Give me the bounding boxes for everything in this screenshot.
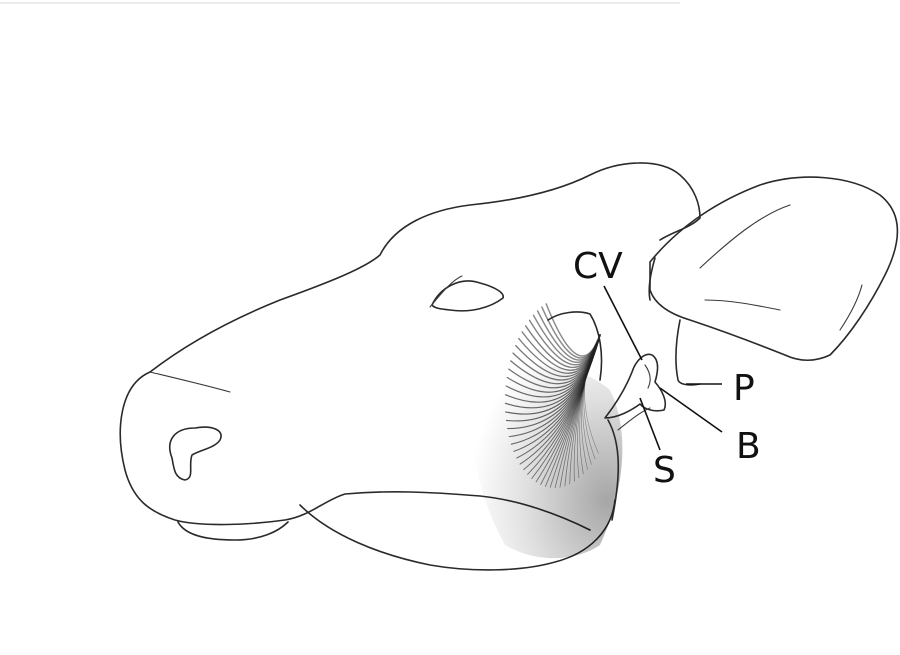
nostril — [170, 427, 221, 480]
eye-lid — [430, 276, 462, 307]
cartilage-inner — [618, 365, 650, 430]
eye — [432, 281, 503, 311]
leader-s — [640, 398, 660, 450]
leader-cv — [604, 286, 642, 360]
label-b: B — [736, 426, 761, 467]
leader-b — [660, 388, 722, 432]
nose-bridge — [150, 372, 230, 392]
label-p: P — [733, 368, 755, 409]
ear — [650, 177, 898, 360]
label-s: S — [653, 450, 676, 491]
ear-inner-fur — [700, 205, 862, 330]
label-cv: CV — [573, 246, 623, 287]
muscle-shade — [469, 366, 622, 558]
